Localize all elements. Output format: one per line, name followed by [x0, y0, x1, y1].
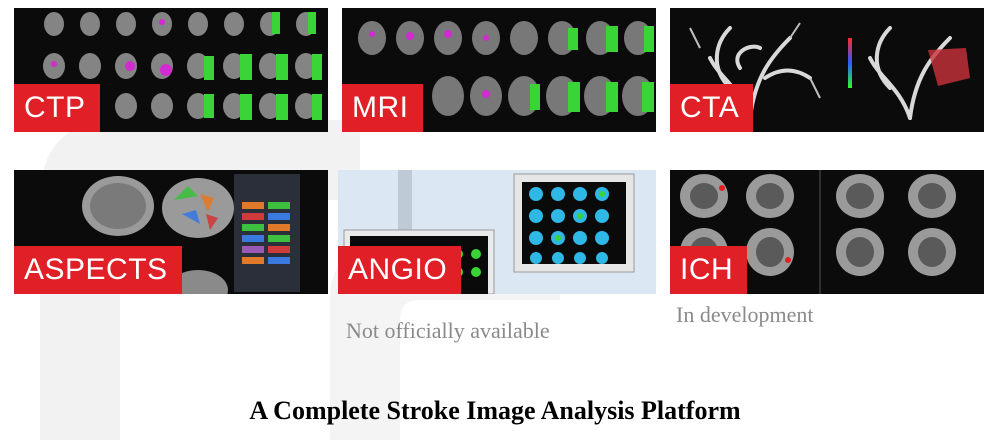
cta-panel[interactable]: CTA [670, 8, 984, 132]
aspects-scoring-image [82, 174, 300, 294]
ich-panel[interactable]: ICH [670, 170, 984, 294]
ctp-perfusion-image [43, 12, 322, 120]
angio-availability-note: Not officially available [346, 318, 550, 343]
page-title: A Complete Stroke Image Analysis Platfor… [249, 396, 741, 425]
aspects-panel[interactable]: ASPECTS [14, 170, 328, 294]
angio-label: ANGIO [338, 246, 462, 294]
mri-panel[interactable]: MRI [342, 8, 656, 132]
cta-label: CTA [670, 84, 754, 132]
ctp-panel[interactable]: CTP [14, 8, 328, 132]
ich-development-note: In development [676, 302, 814, 327]
mri-image [358, 21, 654, 116]
aspects-label: ASPECTS [14, 246, 182, 294]
ctp-label: CTP [14, 84, 100, 132]
mri-label: MRI [342, 84, 423, 132]
angio-panel[interactable]: ANGIO [338, 170, 656, 294]
ich-label: ICH [670, 246, 748, 294]
